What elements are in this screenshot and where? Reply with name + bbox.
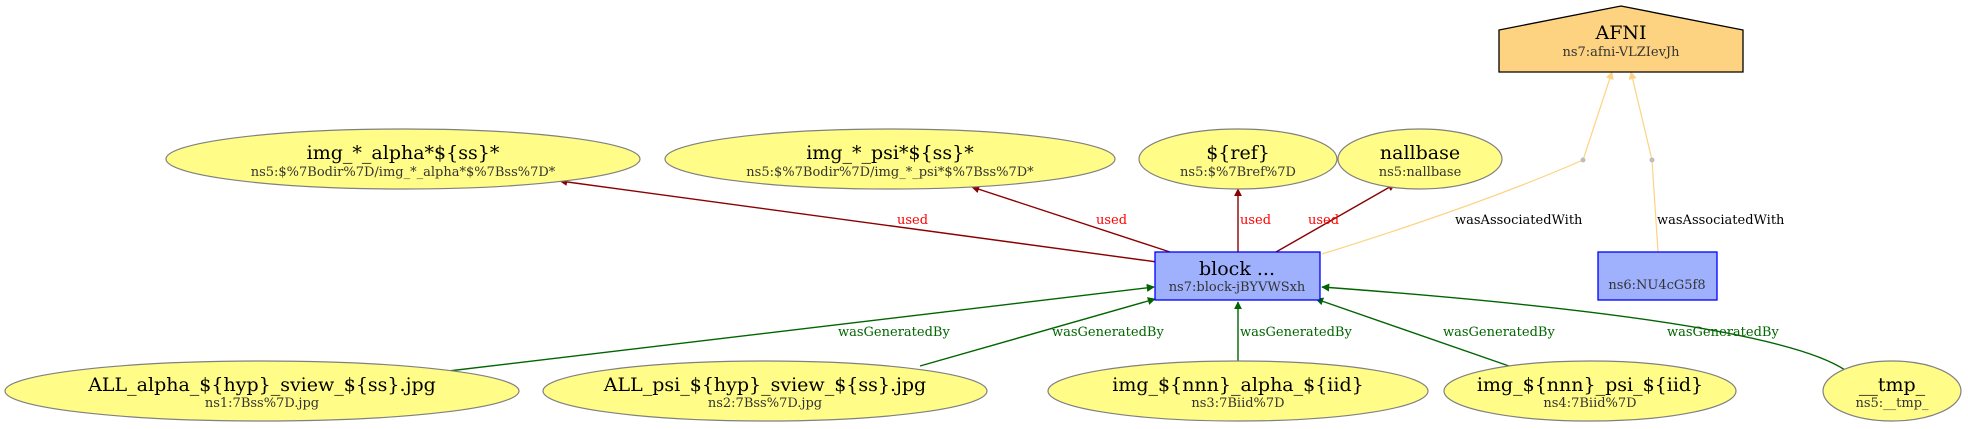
entity-node-img-nnn-alpha[interactable]: img_${nnn}_alpha_${iid} ns3:7Biid%7D bbox=[1047, 360, 1429, 422]
node-title: img_${nnn}_alpha_${iid} bbox=[1112, 374, 1363, 396]
edge-generated-img-nnn-psi: wasGeneratedBy bbox=[1315, 297, 1555, 367]
node-title: nallbase bbox=[1380, 142, 1460, 164]
node-subtitle: ns2:7Bss%7D.jpg bbox=[708, 396, 822, 411]
node-title: img_*_alpha*${ss}* bbox=[307, 142, 500, 164]
node-subtitle: ns1:7Bss%7D.jpg bbox=[205, 396, 319, 411]
edge-generated-all-alpha: wasGeneratedBy bbox=[439, 283, 1155, 373]
node-title: ALL_alpha_${hyp}_sview_${ss}.jpg bbox=[87, 374, 436, 396]
entity-node-tmp[interactable]: __tmp_ ns5:__tmp_ bbox=[1822, 360, 1962, 422]
node-subtitle: ns7:afni-VLZIevJh bbox=[1562, 45, 1680, 60]
node-title: img_*_psi*${ss}* bbox=[806, 142, 974, 164]
node-subtitle: ns5:nallbase bbox=[1379, 165, 1462, 180]
edge-label: wasGeneratedBy bbox=[1052, 325, 1164, 340]
edge-label: used bbox=[1096, 213, 1127, 228]
edge-used-nallbase: used bbox=[1275, 183, 1396, 253]
entity-node-all-psi[interactable]: ALL_psi_${hyp}_sview_${ss}.jpg ns2:7Bss%… bbox=[542, 360, 988, 422]
node-title: block ... bbox=[1199, 258, 1275, 280]
node-title: img_${nnn}_psi_${iid} bbox=[1477, 374, 1703, 396]
edge-used-img-alpha: used bbox=[559, 178, 1158, 263]
node-subtitle: ns5:$%7Bodir%7D/img_*_alpha*$%7Bss%7D* bbox=[251, 165, 556, 180]
entity-node-all-alpha[interactable]: ALL_alpha_${hyp}_sview_${ss}.jpg ns1:7Bs… bbox=[4, 360, 520, 422]
edge-label: wasAssociatedWith bbox=[1657, 213, 1785, 228]
edge-label: used bbox=[1240, 213, 1271, 228]
agent-node-afni[interactable]: AFNI ns7:afni-VLZIevJh bbox=[1498, 5, 1744, 73]
node-subtitle: ns4:7Biid%7D bbox=[1543, 396, 1636, 411]
edge-generated-all-psi: wasGeneratedBy bbox=[919, 297, 1164, 367]
edge-label: wasAssociatedWith bbox=[1455, 213, 1583, 228]
edge-used-ref: used bbox=[1234, 188, 1271, 252]
entity-node-img-nnn-psi[interactable]: img_${nnn}_psi_${iid} ns4:7Biid%7D bbox=[1443, 360, 1737, 422]
node-title: ${ref} bbox=[1206, 142, 1270, 164]
edge-label: wasGeneratedBy bbox=[1667, 325, 1779, 340]
edge-generated-tmp: wasGeneratedBy bbox=[1321, 283, 1846, 371]
entity-node-ref[interactable]: ${ref} ns5:$%7Bref%7D bbox=[1138, 128, 1338, 190]
agent-node-nu4[interactable]: ns6:NU4cG5f8 bbox=[1597, 251, 1718, 301]
node-title: __tmp_ bbox=[1859, 374, 1926, 396]
edge-label: used bbox=[1308, 213, 1339, 228]
edge-label: wasGeneratedBy bbox=[1240, 325, 1352, 340]
edge-used-img-psi: used bbox=[971, 185, 1171, 253]
join-point bbox=[1580, 157, 1586, 163]
join-point bbox=[1649, 157, 1655, 163]
entity-node-img-alpha-ss[interactable]: img_*_alpha*${ss}* ns5:$%7Bodir%7D/img_*… bbox=[165, 128, 641, 190]
edge-generated-img-nnn-alpha: wasGeneratedBy bbox=[1234, 301, 1352, 366]
node-subtitle: ns5:$%7Bref%7D bbox=[1180, 165, 1296, 180]
node-subtitle: ns5:$%7Bodir%7D/img_*_psi*$%7Bss%7D* bbox=[746, 165, 1034, 180]
node-title: AFNI bbox=[1594, 22, 1646, 44]
node-subtitle: ns7:block-jBYVWSxh bbox=[1169, 280, 1306, 295]
entity-node-img-psi-ss[interactable]: img_*_psi*${ss}* ns5:$%7Bodir%7D/img_*_p… bbox=[664, 128, 1116, 190]
node-subtitle: ns6:NU4cG5f8 bbox=[1608, 278, 1705, 293]
node-subtitle: ns3:7Biid%7D bbox=[1191, 396, 1284, 411]
activity-node-block[interactable]: block ... ns7:block-jBYVWSxh bbox=[1154, 251, 1321, 301]
edge-label: wasGeneratedBy bbox=[1443, 325, 1555, 340]
node-subtitle: ns5:__tmp_ bbox=[1855, 396, 1929, 411]
node-title: ALL_psi_${hyp}_sview_${ss}.jpg bbox=[603, 374, 926, 396]
edge-label: used bbox=[897, 213, 928, 228]
entity-node-nallbase[interactable]: nallbase ns5:nallbase bbox=[1337, 128, 1503, 190]
edge-label: wasGeneratedBy bbox=[838, 325, 950, 340]
edge-associated-agent-afni: wasAssociatedWith bbox=[1628, 71, 1785, 253]
edge-associated-block-afni: wasAssociatedWith bbox=[1321, 71, 1614, 255]
